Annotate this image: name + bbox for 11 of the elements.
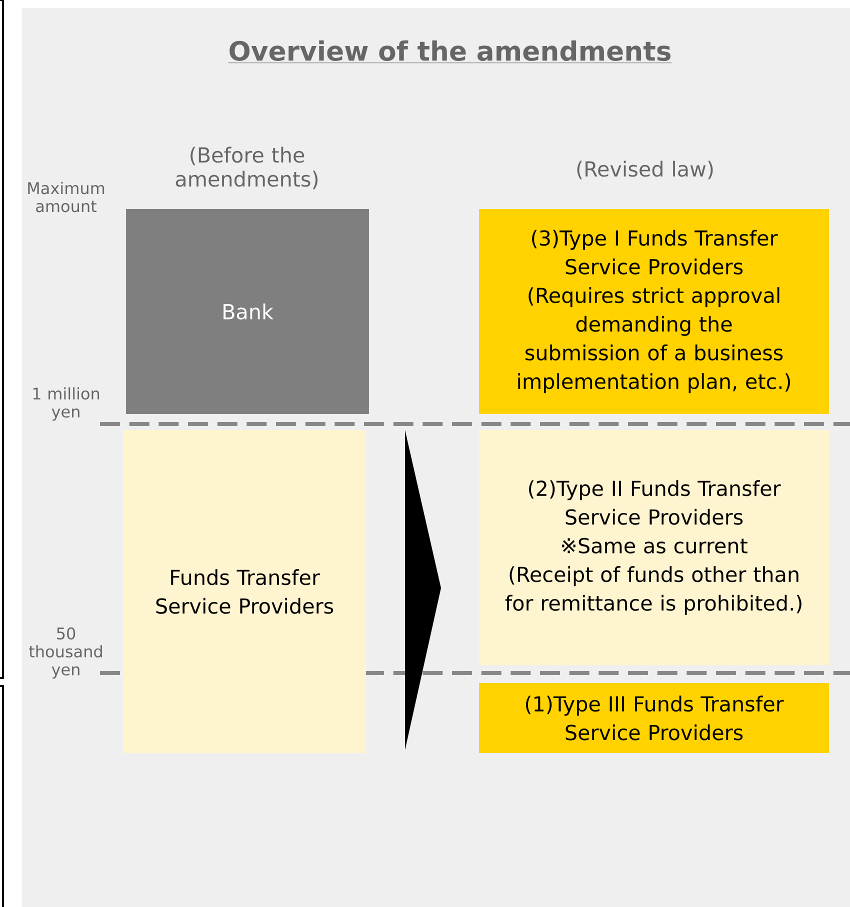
- provider-box: (3)Type I Funds Transfer Service Providers (Requires strict approval demanding the submission of a business implementation plan, etc.): [479, 208, 829, 414]
- axis-label: 50 thousand yen: [29, 627, 102, 679]
- provider-box: Bank: [126, 208, 369, 414]
- title: Overview of the amendments: [228, 40, 672, 64]
- provider-box: (1)Type III Funds Transfer Service Providers: [479, 683, 829, 753]
- axis-label: (Before the amendments): [176, 146, 318, 190]
- provider-box: (2)Type II Funds Transfer Service Providers ※Same as current (Receipt of funds other than for remittance is prohibited.): [479, 430, 829, 665]
- provider-box: Funds Transfer Service Providers: [123, 430, 366, 753]
- axis-label: (Revised law): [577, 160, 713, 180]
- axis-label: Maximum amount: [28, 182, 104, 212]
- axis-label: 1 million yen: [33, 387, 100, 421]
